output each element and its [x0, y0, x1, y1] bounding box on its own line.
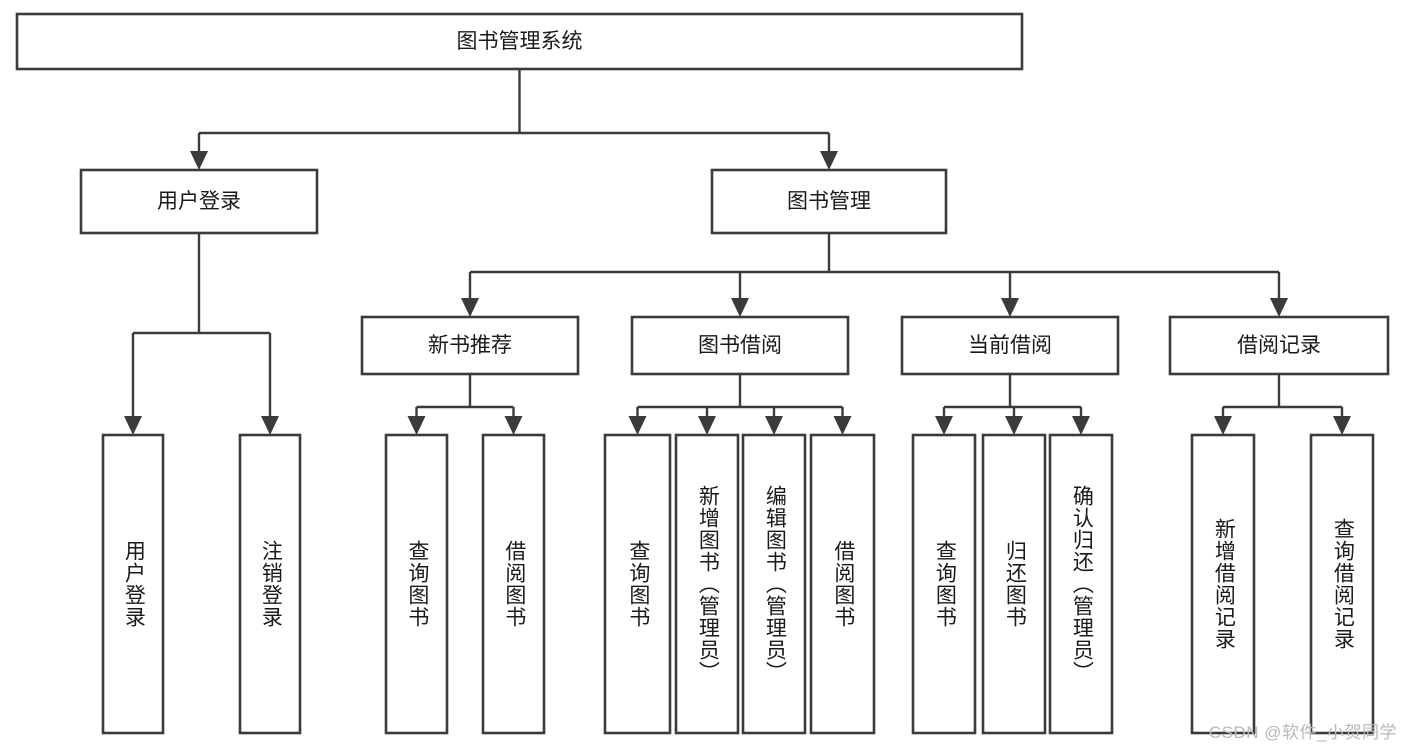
node-label-borrow-record: 借阅记录	[1237, 334, 1321, 357]
node-box-book-manage[interactable]	[710, 168, 948, 235]
leaf-box-leaf-return-book[interactable]	[981, 433, 1047, 735]
arrow-head-icon	[1214, 416, 1232, 435]
arrow-head-icon	[833, 416, 852, 435]
node-label-user-login: 用户登录	[157, 190, 241, 213]
arrow-head-icon	[1072, 416, 1090, 435]
leaf-box-leaf-edit-book[interactable]	[741, 433, 807, 735]
arrow-head-icon	[1001, 298, 1019, 317]
leaf-box-leaf-query-record[interactable]	[1309, 433, 1375, 735]
arrow-head-icon	[190, 151, 208, 170]
node-label-new-book-rec: 新书推荐	[428, 334, 512, 357]
arrow-head-icon	[731, 298, 749, 317]
node-box-root[interactable]	[15, 12, 1024, 71]
arrow-head-icon	[698, 416, 716, 435]
arrow-head-icon	[124, 416, 142, 435]
arrow-head-icon	[628, 416, 647, 435]
boxes-layer	[15, 12, 1390, 735]
node-label-book-borrow: 图书借阅	[698, 334, 782, 357]
arrow-head-icon	[765, 416, 783, 435]
leaf-box-leaf-user-login[interactable]	[101, 433, 165, 735]
arrow-head-icon	[461, 298, 479, 317]
arrow-head-icon	[1270, 298, 1288, 317]
leaf-box-leaf-add-record[interactable]	[1190, 433, 1256, 735]
node-box-new-book-rec[interactable]	[360, 315, 580, 376]
leaf-box-leaf-query-book-rec[interactable]	[384, 433, 449, 735]
connectors-layer	[124, 69, 1351, 435]
leaf-box-leaf-user-logout[interactable]	[238, 433, 302, 735]
arrow-head-icon	[1333, 416, 1351, 435]
arrow-head-icon	[261, 416, 279, 435]
arrow-head-icon	[820, 151, 838, 170]
arrow-head-icon	[407, 416, 426, 435]
leaf-box-leaf-confirm-return[interactable]	[1048, 433, 1114, 735]
node-label-book-manage: 图书管理	[787, 190, 871, 213]
node-box-book-borrow[interactable]	[630, 315, 850, 376]
node-label-current-borrow: 当前借阅	[968, 334, 1052, 357]
node-box-borrow-record[interactable]	[1168, 315, 1390, 376]
arrow-head-icon	[504, 416, 523, 435]
node-label-root: 图书管理系统	[457, 30, 583, 53]
arrow-head-icon	[935, 416, 953, 435]
leaf-box-leaf-add-book[interactable]	[674, 433, 740, 735]
leaf-box-leaf-borrow-book-rec[interactable]	[481, 433, 546, 735]
node-box-current-borrow[interactable]	[900, 315, 1120, 376]
leaf-box-leaf-borrow-book[interactable]	[809, 433, 876, 735]
arrow-head-icon	[1005, 416, 1023, 435]
node-box-user-login[interactable]	[79, 168, 319, 235]
leaf-box-leaf-query-book-cur[interactable]	[911, 433, 977, 735]
leaf-box-leaf-query-book-borrow[interactable]	[603, 433, 672, 735]
